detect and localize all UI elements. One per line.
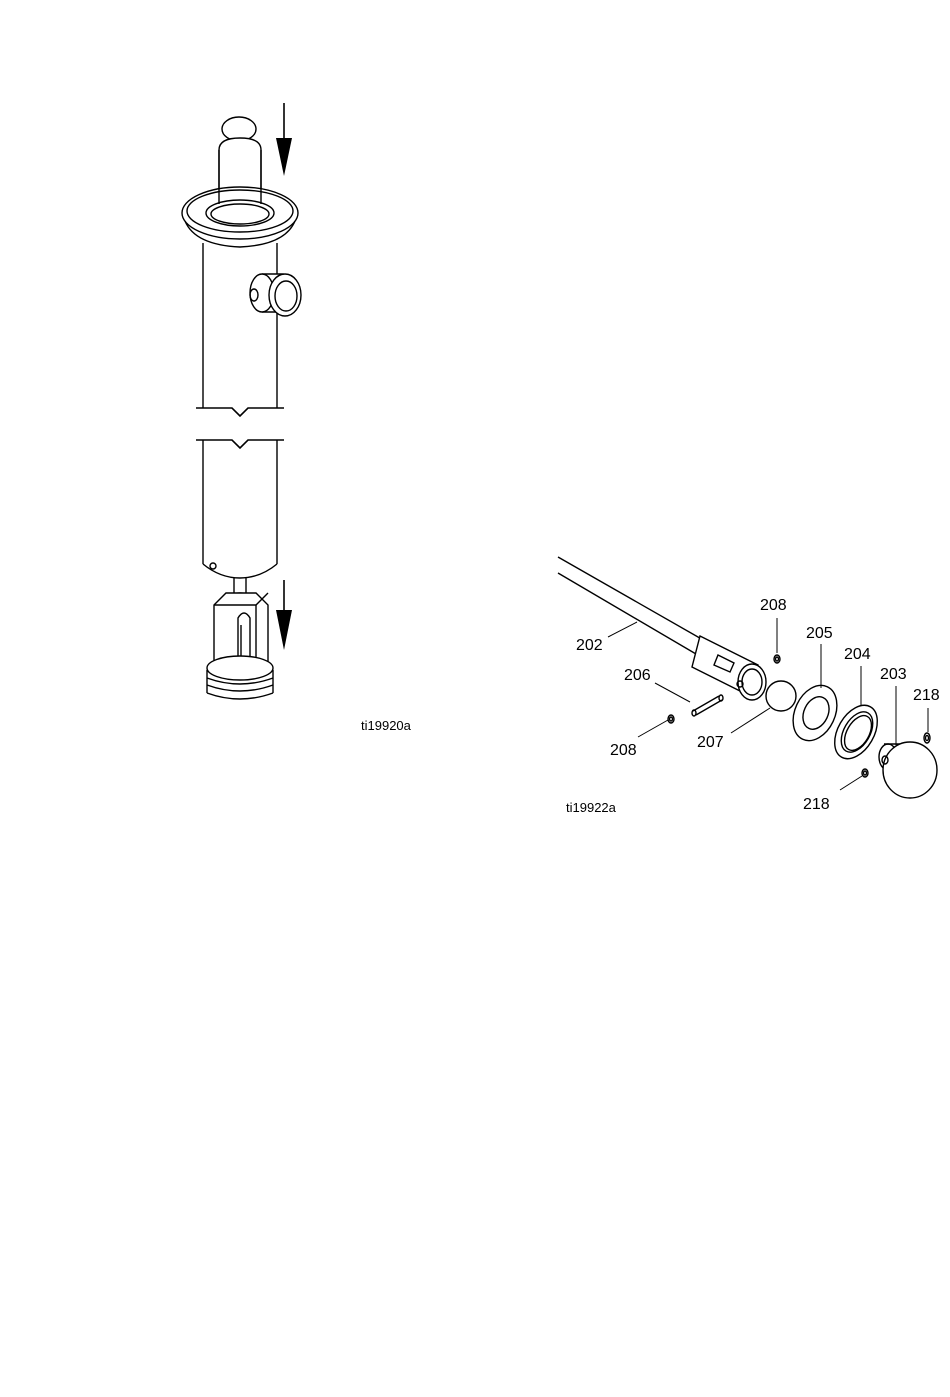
leader-207 bbox=[731, 708, 770, 733]
figure-id-right: ti19922a bbox=[566, 800, 617, 815]
callout-218-bottom: 218 bbox=[803, 796, 830, 813]
leader-218-bottom bbox=[840, 776, 862, 790]
o-ring-208-top bbox=[774, 655, 780, 663]
o-ring-218-right bbox=[924, 733, 930, 743]
cylinder-lower bbox=[196, 440, 284, 578]
left-figure: ti19920a bbox=[182, 103, 412, 733]
callout-208-bottom: 208 bbox=[610, 742, 637, 759]
foot-valve-housing bbox=[207, 593, 273, 699]
callout-218-right: 218 bbox=[913, 687, 940, 704]
callout-207: 207 bbox=[697, 734, 724, 751]
leader-202 bbox=[608, 622, 637, 637]
down-arrow-bottom-icon bbox=[276, 580, 292, 650]
leader-206 bbox=[655, 683, 690, 702]
o-ring-218-bottom bbox=[862, 769, 868, 777]
callout-205: 205 bbox=[806, 625, 833, 642]
callout-203: 203 bbox=[880, 666, 907, 683]
o-ring-208-bottom bbox=[668, 715, 674, 723]
part-206-pin bbox=[692, 695, 723, 716]
callout-208-top: 208 bbox=[760, 597, 787, 614]
leader-208-bottom bbox=[638, 720, 668, 737]
side-port bbox=[250, 274, 301, 316]
part-203-retainer bbox=[879, 742, 937, 798]
down-arrow-top-icon bbox=[276, 103, 292, 176]
part-202-valve-body bbox=[692, 636, 766, 700]
callout-202: 202 bbox=[576, 637, 603, 654]
callout-206: 206 bbox=[624, 667, 651, 684]
cylinder-upper bbox=[196, 243, 284, 416]
figure-id-left: ti19920a bbox=[361, 718, 412, 733]
right-figure: 202 206 208 207 208 205 204 203 218 218 … bbox=[558, 557, 940, 815]
top-flange bbox=[182, 150, 298, 247]
callout-204: 204 bbox=[844, 646, 871, 663]
part-207-ball bbox=[766, 681, 796, 711]
